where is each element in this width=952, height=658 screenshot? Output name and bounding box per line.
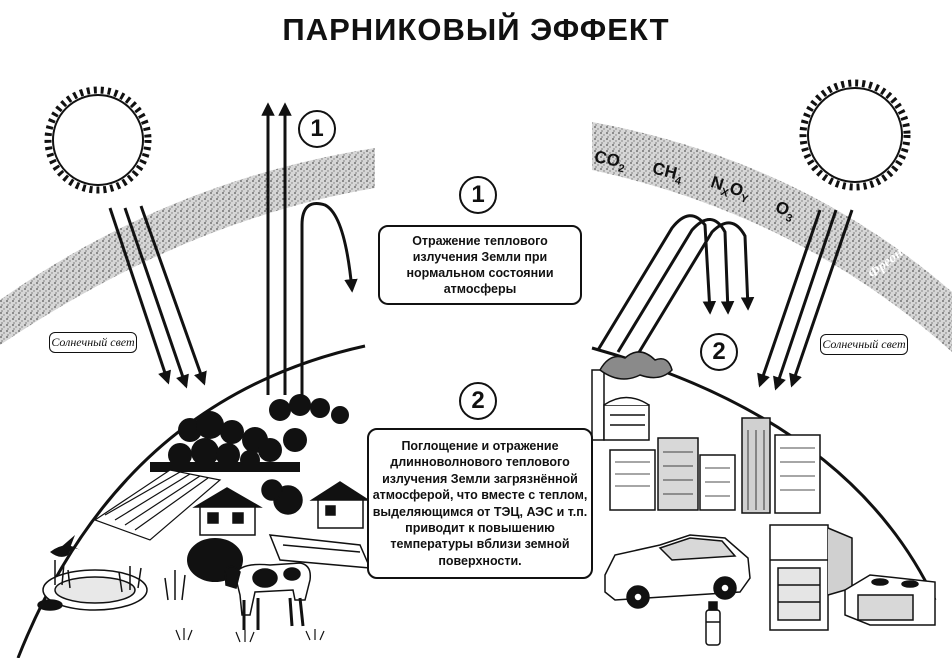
sunlight-label-right: Солнечный свет <box>820 334 908 355</box>
page-title: ПАРНИКОВЫЙ ЭФФЕКТ <box>282 12 670 47</box>
factory-icon <box>591 351 673 441</box>
village-icon <box>192 479 372 569</box>
stove-icon <box>844 574 936 626</box>
grass-icon <box>175 628 325 643</box>
incoming-sunlight-arrows <box>108 205 207 389</box>
sun-icon <box>799 79 911 191</box>
spray-can-icon <box>705 601 721 646</box>
car-icon <box>604 534 751 609</box>
duck-icon <box>50 535 80 557</box>
normal-atmosphere-caption: Отражение теплового излучения Земли при … <box>378 225 582 305</box>
marker-two-badge: 2 <box>700 333 738 371</box>
sun-icon <box>44 86 152 194</box>
polluted-atmosphere-caption: Поглощение и отражение длинноволнового т… <box>367 428 593 580</box>
skyscrapers-icon <box>609 417 821 514</box>
field-icon <box>93 469 222 541</box>
marker-one-badge: 1 <box>298 110 336 148</box>
pond-icon <box>37 560 186 611</box>
marker-one-badge: 1 <box>459 176 497 214</box>
trapped-radiation-arrows <box>596 214 755 355</box>
forest-icon <box>150 394 349 472</box>
incoming-sunlight-arrows <box>757 209 854 391</box>
atmosphere-band-right <box>592 122 952 352</box>
atmosphere-band-left <box>0 148 375 345</box>
cow-icon <box>224 562 312 630</box>
refrigerator-icon <box>769 524 853 631</box>
sunlight-label-left: Солнечный свет <box>49 332 137 353</box>
outgoing-radiation-arrows <box>261 102 358 395</box>
marker-two-badge: 2 <box>459 382 497 420</box>
